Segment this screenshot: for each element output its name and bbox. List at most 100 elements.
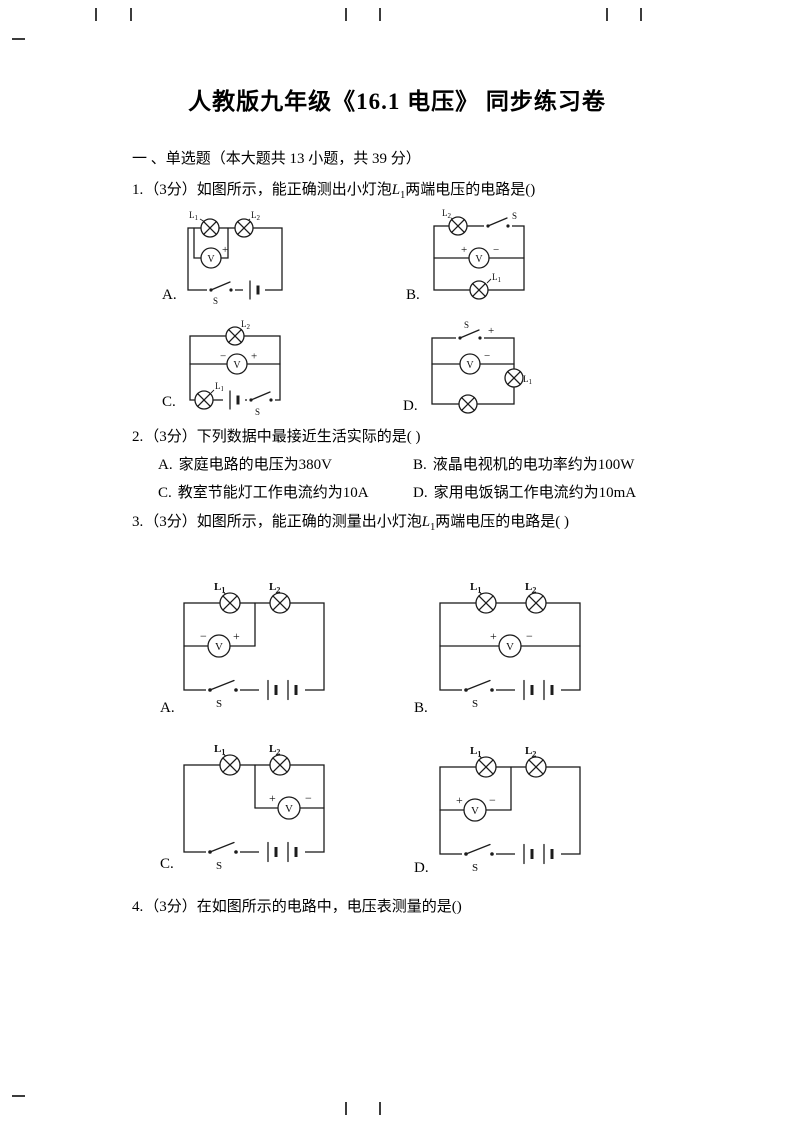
crop-mark [95,8,97,21]
option-text: 家用电饭锅工作电流约为10mA [433,485,637,501]
crop-mark [640,8,642,21]
option-text: 液晶电视机的电功率约为100W [432,457,635,473]
battery-icon [513,677,563,703]
switch-icon [205,678,241,697]
switch-icon [246,389,276,407]
section-heading: 一 、单选题（本大题共 13 小题，共 39 分） [132,151,421,167]
switch-icon [461,678,497,697]
lamp2-icon [234,218,254,238]
question-1-text-after: 两端电压的电路是() [405,182,536,198]
lamp1-symbol-inline: L [421,514,431,530]
option-label: C. [158,485,172,501]
q2-option-d: D. 家用电饭锅工作电流约为10mA [413,481,636,502]
figure-q3-b-label: B. [414,700,428,716]
lamp2-label: L2 [525,745,536,759]
question-2-number: 2. [132,429,144,445]
figure-q3-c: L1 L2 V + − S [172,740,337,880]
voltmeter-label: V [475,254,483,265]
lamp1-label: L1 [214,581,225,595]
option-label: D. [413,485,428,501]
lamp1-label: L1 [214,743,225,757]
question-4-score: （3分） [144,899,197,915]
voltmeter-label: V [215,641,223,653]
option-label: B. [413,457,427,473]
circuit-diagram-q1-a: V + L1 L2 S [187,210,283,306]
lamp1-icon [219,592,241,614]
question-1-number: 1. [132,182,144,198]
figure-q1-a-label: A. [162,287,177,303]
battery-icon [257,839,307,865]
question-3: 3.（3分）如图所示，能正确的测量出小灯泡L1两端电压的电路是( ) [132,510,569,533]
figure-q3-c-label: C. [160,856,174,872]
crop-mark [606,8,608,21]
minus-sign: − [489,793,496,807]
voltmeter-label: V [471,805,479,817]
switch-label: S [472,862,478,874]
circuit-diagram-q3-a: L1 L2 V − + S [183,581,325,710]
lamp2-icon [448,216,468,236]
minus-sign: − [305,791,312,805]
question-2-text: 下列数据中最接近生活实际的是( ) [196,429,421,445]
lamp2-label: L2 [269,743,280,757]
figure-q1-c: L2 V − + L1 S [180,318,288,423]
plus-sign: + [488,325,494,337]
question-3-number: 3. [132,514,144,530]
minus-sign: − [484,350,490,362]
plus-sign: + [233,629,240,643]
lamp1-icon [219,754,241,776]
page-title: 人教版九年级《16.1 电压》 同步练习卷 [188,89,606,114]
crop-mark [130,8,132,21]
minus-sign: − [220,351,226,363]
voltmeter-label: V [466,360,474,371]
plus-sign: + [222,244,228,256]
voltmeter-icon [498,634,522,658]
switch-icon [461,842,497,861]
battery-icon [257,677,307,703]
circuit-diagram-q3-b: L1 L2 V + − S [439,581,581,710]
switch-icon [206,279,236,297]
lamp1-label: L1 [215,381,225,393]
lamp1-subscript-inline: 1 [430,522,436,533]
figure-q3-d-label: D. [414,860,429,876]
switch-label: S [512,211,517,221]
figure-q1-b: L2 S V + − L1 [424,206,532,311]
question-3-score: （3分） [144,514,197,530]
circuit-diagram-q1-d: S + V − L1 [431,320,533,414]
switch-label: S [472,698,478,710]
voltmeter-icon [468,247,490,269]
crop-mark [345,1102,347,1115]
q2-option-a: A.家庭电路的电压为380V [158,453,332,474]
lamp1-icon [475,592,497,614]
switch-icon [455,327,485,345]
figure-q3-d: L1 L2 V + − S [428,742,593,882]
question-1-score: （3分） [144,182,197,198]
crop-mark [12,38,25,40]
q2-option-c: C.教室节能灯工作电流约为10A [158,481,369,502]
lamp2-icon [269,592,291,614]
question-3-text: 如图所示，能正确的测量出小灯泡 [196,514,422,530]
question-2-score: （3分） [144,429,197,445]
circuit-diagram-q3-c: L1 L2 V + − S [183,743,325,872]
figure-q1-d-label: D. [403,398,418,414]
lamp1-icon [194,390,214,410]
figure-q1-d: S + V − L1 [420,320,533,425]
voltmeter-icon [226,353,248,375]
crop-mark [345,8,347,21]
crop-mark [379,8,381,21]
wires [183,591,325,691]
switch-label: S [216,698,222,710]
q2-option-b: B. 液晶电视机的电功率约为100W [413,453,634,474]
minus-sign: − [493,244,499,256]
battery-icon [513,841,563,867]
lamp2-icon [458,394,478,414]
lamp1-icon [504,368,524,388]
lamp1-icon [200,218,220,238]
circuit-diagram-q1-c: L2 V − + L1 S [189,319,281,417]
voltmeter-icon [200,247,222,269]
voltmeter-icon [207,634,231,658]
plus-sign: + [461,244,467,256]
battery-icon [221,388,247,412]
lamp2-icon [225,326,245,346]
option-label: A. [158,457,173,473]
lamp1-label: L1 [470,745,481,759]
